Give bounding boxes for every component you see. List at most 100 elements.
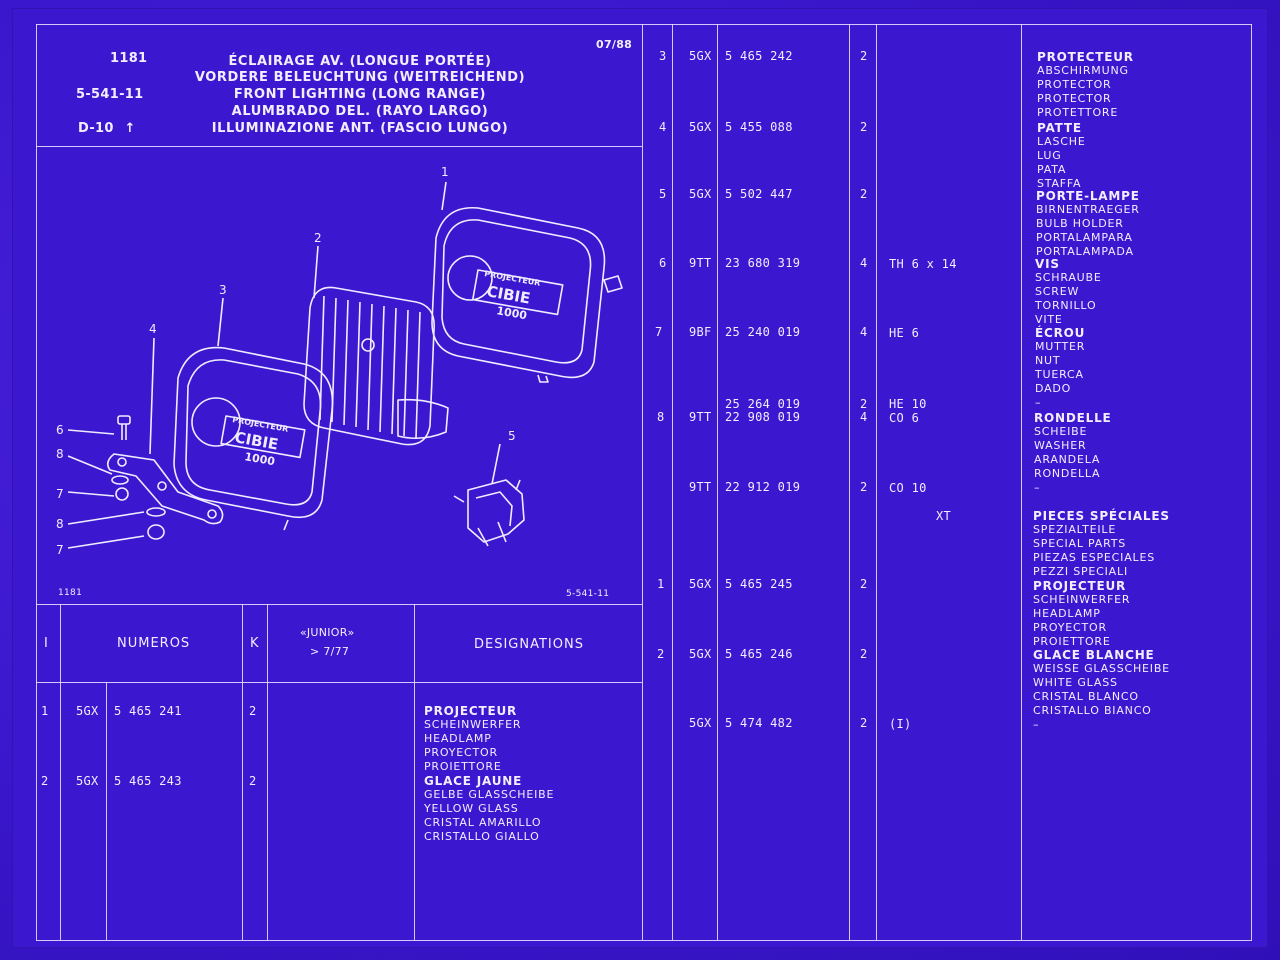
- row-part-number: 5 455 088: [725, 120, 793, 134]
- row-prefix: 9TT: [689, 480, 712, 494]
- lamp3-model: 1000: [243, 450, 276, 468]
- designation-main: PROJECTEUR: [1033, 579, 1127, 593]
- bulb-holder-part-5: [453, 479, 525, 547]
- designation-main: PROJECTEUR: [424, 704, 518, 718]
- row-part-number: 5 474 482: [725, 716, 793, 730]
- col-i-line: [60, 604, 61, 940]
- row-part-number: 5 465 243: [114, 774, 182, 788]
- designation-line: CRISTALLO BIANCO: [1033, 704, 1152, 717]
- col-k-line-b: [267, 604, 268, 940]
- sheet-frame: [12, 8, 1268, 948]
- r-col-k-line-a: [849, 24, 850, 940]
- row-quantity: 2: [860, 480, 868, 494]
- callout-3: 3: [219, 283, 227, 297]
- designation-line: WASHER: [1034, 439, 1087, 452]
- designation-line: PROTETTORE: [1037, 106, 1119, 119]
- designation-main: GLACE BLANCHE: [1033, 648, 1155, 662]
- designation-line: RONDELLA: [1034, 467, 1101, 480]
- row-quantity: 2: [249, 704, 257, 718]
- designation-it: CRISTALLO GIALLO: [424, 830, 540, 843]
- frame-bottom: [36, 940, 1252, 941]
- row-quantity: 4: [860, 325, 868, 339]
- designation-line: PROIETTORE: [1033, 635, 1111, 648]
- row-index: 1: [657, 577, 665, 591]
- row-prefix: 9TT: [689, 256, 712, 270]
- designation-main: VIS: [1035, 257, 1060, 271]
- designation-it: PROIETTORE: [424, 760, 502, 773]
- designation-line: SPEZIALTEILE: [1033, 523, 1117, 536]
- row-prefix: 5GX: [689, 49, 712, 63]
- row-quantity: 2: [860, 716, 868, 730]
- row-quantity: 4: [860, 256, 868, 270]
- designation-de: GELBE GLASSCHEIBE: [424, 788, 555, 801]
- row-quantity: 2: [860, 577, 868, 591]
- desig-porte-lampe: PORTE-LAMPE BIRNENTRAEGER BULB HOLDER PO…: [1036, 189, 1140, 259]
- row-designations: PROJECTEUR SCHEINWERFER HEADLAMP PROYECT…: [424, 704, 521, 774]
- title-fr: ÉCLAIRAGE AV. (LONGUE PORTÉE): [228, 54, 492, 69]
- drawing-caption-left: 1181: [58, 588, 83, 598]
- designation-es: PROYECTOR: [424, 746, 498, 759]
- col-header-index: I: [44, 636, 49, 651]
- row-prefix: 5GX: [689, 187, 712, 201]
- row-spec: TH 6 x 14: [889, 257, 957, 271]
- desig-vis: VIS SCHRAUBE SCREW TORNILLO VITE: [1035, 257, 1102, 327]
- callout-7b: 7: [56, 543, 64, 557]
- sheet-date: 07/88: [596, 38, 633, 51]
- title-en: FRONT LIGHTING (LONG RANGE): [233, 87, 487, 102]
- designation-line: NUT: [1035, 354, 1061, 367]
- r-col-prefix-line: [717, 24, 718, 940]
- row-spec: (I): [889, 717, 912, 731]
- table-header-bottom: [36, 682, 642, 683]
- row-index: 2: [657, 647, 665, 661]
- row-prefix: 9TT: [689, 410, 712, 424]
- col-desig-line: [414, 604, 415, 940]
- headlamp-assembly-part-3: [173, 346, 334, 531]
- row-quantity: 2: [860, 647, 868, 661]
- designation-line: WHITE GLASS: [1033, 676, 1118, 689]
- designation-en: HEADLAMP: [424, 732, 492, 745]
- sheet-ref: 5-541-11: [76, 87, 144, 102]
- row-index: 6: [659, 256, 667, 270]
- r-col-k-line-b: [876, 24, 877, 940]
- col-header-k: K: [250, 636, 260, 651]
- row-prefix: 5GX: [76, 774, 99, 788]
- designation-line: ABSCHIRMUNG: [1037, 64, 1129, 77]
- designation-line: PORTALAMPADA: [1036, 245, 1134, 258]
- designation-main: PORTE-LAMPE: [1036, 189, 1140, 203]
- row-part-number: 5 465 242: [725, 49, 793, 63]
- row-spec: HE 10: [889, 397, 927, 411]
- frame-top: [36, 24, 1252, 25]
- row-prefix: 9BF: [689, 325, 712, 339]
- row-index: 7: [655, 325, 663, 339]
- row-part-number: 22 908 019: [725, 410, 801, 424]
- designation-line: CRISTAL BLANCO: [1033, 690, 1139, 703]
- designation-line: DADO: [1035, 382, 1072, 395]
- col-k-line-a: [242, 604, 243, 940]
- lamp3-brand: CIBIE: [233, 428, 279, 453]
- drawing-bottom: [36, 604, 642, 605]
- designation-line: WEISSE GLASSCHEIBE: [1033, 662, 1170, 675]
- desig-protecteur: PROTECTEUR ABSCHIRMUNG PROTECTOR PROTECT…: [1037, 50, 1134, 120]
- desig-pieces-speciales: PIECES SPÉCIALES SPEZIALTEILE SPECIAL PA…: [1033, 509, 1170, 579]
- designation-line: HEADLAMP: [1033, 607, 1101, 620]
- row-quantity: 2: [860, 49, 868, 63]
- row-index: 5: [659, 187, 667, 201]
- title-de: VORDERE BELEUCHTUNG (WEITREICHEND): [194, 70, 526, 85]
- designation-en: YELLOW GLASS: [424, 802, 519, 815]
- designation-line: PATA: [1037, 163, 1067, 176]
- row-index: 8: [657, 410, 665, 424]
- title-it: ILLUMINAZIONE ANT. (FASCIO LUNGO): [211, 121, 509, 136]
- row-index: 2: [41, 774, 49, 788]
- frame-left: [36, 24, 37, 940]
- protector-grille-part-2: [303, 286, 449, 446]
- row-prefix: 5GX: [689, 577, 712, 591]
- row-spec: HE 6: [889, 326, 920, 340]
- designation-line: PIEZAS ESPECIALES: [1033, 551, 1155, 564]
- designation-line: TUERCA: [1035, 368, 1084, 381]
- headlamp-housing-part-1: [431, 207, 623, 383]
- callout-4: 4: [149, 322, 157, 336]
- designation-main: GLACE JAUNE: [424, 774, 523, 788]
- row-part-number: 22 912 019: [725, 480, 801, 494]
- designation-line: PORTALAMPARA: [1036, 231, 1133, 244]
- callout-8b: 8: [56, 517, 64, 531]
